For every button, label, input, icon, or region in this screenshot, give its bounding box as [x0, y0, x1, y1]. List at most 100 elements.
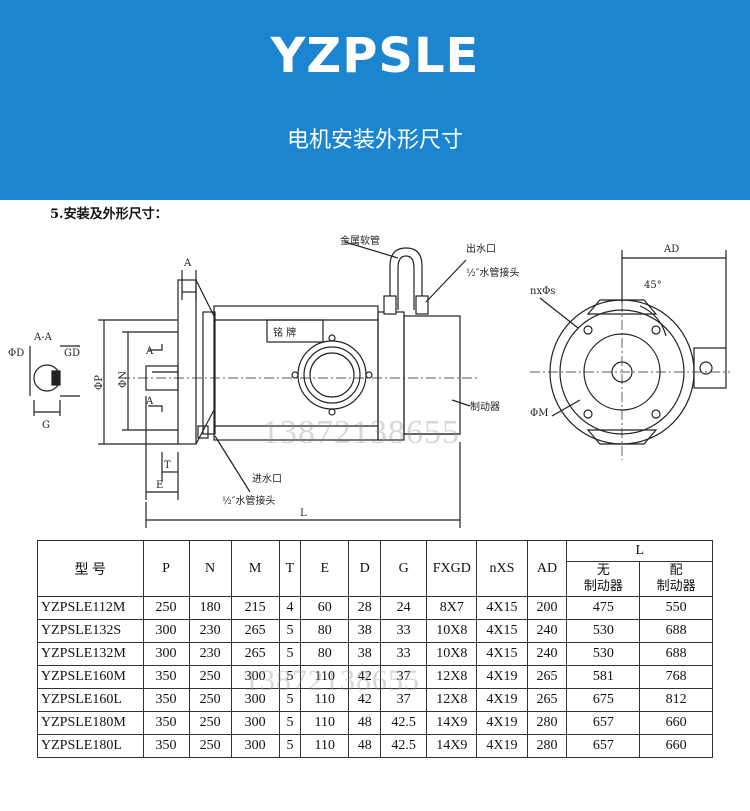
table-cell: 250 — [188, 711, 232, 735]
banner-subtitle: 电机安装外形尺寸 — [286, 128, 463, 153]
table-cell: 280 — [526, 711, 568, 735]
label-dim-M: ΦM — [530, 408, 548, 419]
table-cell: 5 — [278, 642, 302, 666]
label-dim-D: ΦD — [8, 348, 24, 359]
label-section-A-top: A — [145, 346, 154, 357]
flange — [177, 279, 197, 445]
label-dim-A: A — [183, 258, 192, 269]
table-cell: 675 — [566, 688, 641, 712]
table-cell: 8X7 — [426, 596, 478, 620]
table-cell: 10X8 — [426, 619, 478, 643]
table-cell: 230 — [188, 619, 232, 643]
model-cell: YZPSLE160L — [37, 688, 144, 712]
col-L: L — [566, 540, 713, 562]
table-cell: 4X15 — [476, 596, 528, 620]
table-cell: 42 — [348, 665, 382, 689]
table-cell: 660 — [639, 711, 713, 735]
model-cell: YZPSLE180L — [37, 734, 144, 758]
label-pipe-joint-top: ½″水管接头 — [466, 266, 519, 279]
table-cell: 37 — [380, 688, 428, 712]
terminal-box — [297, 340, 367, 410]
table-cell: 230 — [188, 642, 232, 666]
col-N: N — [188, 540, 232, 597]
label-dim-L: L — [300, 508, 307, 519]
table-cell: 300 — [230, 665, 280, 689]
label-dim-GD: GD — [64, 348, 80, 359]
table-cell: 110 — [300, 665, 350, 689]
label-section: A-A — [33, 332, 53, 343]
table-cell: 38 — [348, 642, 382, 666]
table-cell: 4 — [278, 596, 302, 620]
table-cell: 4X15 — [476, 642, 528, 666]
table-cell: 42.5 — [380, 711, 428, 735]
col-D: D — [348, 540, 382, 597]
table-cell: 215 — [230, 596, 280, 620]
col-model: 型 号 — [37, 540, 144, 597]
table-cell: 4X15 — [476, 619, 528, 643]
table-cell: 38 — [348, 619, 382, 643]
table-header-row: 型 号 P N M T E D G FXGD nXS AD L — [37, 540, 713, 597]
col-nXS: nXS — [476, 540, 528, 597]
table-cell: 280 — [526, 734, 568, 758]
table-cell: 350 — [142, 734, 190, 758]
table-cell: 4X19 — [476, 688, 528, 712]
table-cell: 4X19 — [476, 734, 528, 758]
table-cell: 657 — [566, 734, 641, 758]
shaft-key — [51, 370, 61, 386]
table-cell: 581 — [566, 665, 641, 689]
table-cell: 350 — [142, 688, 190, 712]
table-cell: 5 — [278, 665, 302, 689]
table-cell: 550 — [639, 596, 713, 620]
label-pipe-joint-bottom: ½″水管接头 — [222, 494, 275, 507]
table-cell: 300 — [230, 688, 280, 712]
col-FXGD: FXGD — [426, 540, 478, 597]
table-cell: 180 — [188, 596, 232, 620]
label-nameplate: 铭 牌 — [273, 326, 296, 339]
table-cell: 42 — [348, 688, 382, 712]
table-cell: 530 — [566, 642, 641, 666]
table-cell: 33 — [380, 619, 428, 643]
table-cell: 200 — [526, 596, 568, 620]
table-cell: 80 — [300, 642, 350, 666]
label-dim-N: ΦN — [118, 371, 129, 388]
table-cell: 42.5 — [380, 734, 428, 758]
header-banner: YZPSLE 电机安装外形尺寸 — [0, 0, 750, 200]
table-cell: 300 — [142, 642, 190, 666]
label-water-outlet: 出水口 — [466, 242, 496, 255]
table-cell: 5 — [278, 688, 302, 712]
motor-dimension-drawing: A-A ΦD GD G ΦP ΦN A A A T E L 金属软管 出水口 ½… — [8, 234, 730, 528]
table-cell: 530 — [566, 619, 641, 643]
label-metal-hose: 金属软管 — [340, 234, 380, 247]
end-view-top-lug — [586, 299, 658, 315]
table-cell: 350 — [142, 665, 190, 689]
table-cell: 33 — [380, 642, 428, 666]
label-dim-AD: AD — [663, 244, 679, 255]
model-cell: YZPSLE160M — [37, 665, 144, 689]
label-dim-45: 45° — [644, 280, 662, 291]
end-view-terminal-box — [693, 347, 727, 389]
label-dim-P: ΦP — [94, 375, 105, 390]
label-section-A-bottom: A — [145, 396, 154, 407]
table-cell: 250 — [188, 665, 232, 689]
label-brake: 制动器 — [470, 400, 500, 413]
table-cell: 688 — [639, 619, 713, 643]
label-dim-E: E — [156, 480, 163, 491]
table-cell: 240 — [526, 619, 568, 643]
model-cell: YZPSLE112M — [37, 596, 144, 620]
section-heading: 5.安装及外形尺寸： — [50, 207, 168, 222]
table-cell: 110 — [300, 734, 350, 758]
col-L-with-brake: 配 制动器 — [639, 561, 713, 597]
table-cell: 110 — [300, 688, 350, 712]
table-cell: 688 — [639, 642, 713, 666]
col-P: P — [142, 540, 190, 597]
col-T: T — [278, 540, 302, 597]
label-dim-nxs: nxΦs — [530, 286, 555, 297]
label-water-inlet: 进水口 — [252, 473, 282, 485]
table-cell: 265 — [526, 688, 568, 712]
